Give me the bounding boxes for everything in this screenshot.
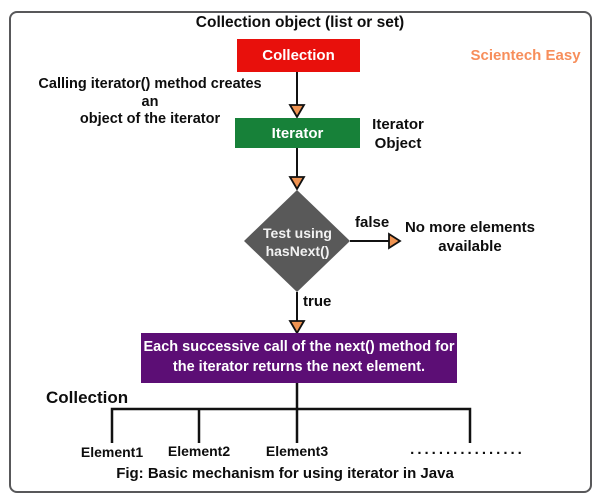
brand-watermark: Scientech Easy (470, 47, 581, 64)
iterator-object-label: Iterator Object (372, 116, 424, 152)
no-more-elements-label: No more elements available (404, 219, 536, 255)
arrowhead-down-icon (288, 320, 306, 335)
element-label: Element3 (265, 443, 329, 459)
collection-elements-label: Collection (46, 388, 129, 407)
collection-node: Collection (237, 39, 360, 72)
iterator-node: Iterator (235, 118, 360, 148)
element-label: Element1 (80, 444, 144, 460)
element-label: Element2 (167, 443, 231, 459)
iterator-method-note: Calling iterator() method creates an obj… (38, 76, 262, 128)
element-ellipsis-label: ................ (410, 441, 525, 458)
next-method-node: Each successive call of the next() metho… (141, 333, 457, 383)
arrowhead-right-icon (388, 232, 402, 250)
true-branch-label: true (303, 293, 332, 310)
arrowhead-down-icon (288, 176, 306, 191)
elements-bracket-line (110, 407, 472, 443)
arrowhead-down-icon (288, 104, 306, 119)
decision-diamond-shape (244, 190, 350, 292)
decision-diamond-label: Test using hasNext() (263, 225, 332, 259)
figure-caption: Fig: Basic mechanism for using iterator … (116, 465, 454, 482)
diagram-frame-border (9, 11, 592, 493)
false-branch-label: false (355, 214, 390, 231)
diagram-title: Collection object (list or set) (195, 14, 405, 31)
